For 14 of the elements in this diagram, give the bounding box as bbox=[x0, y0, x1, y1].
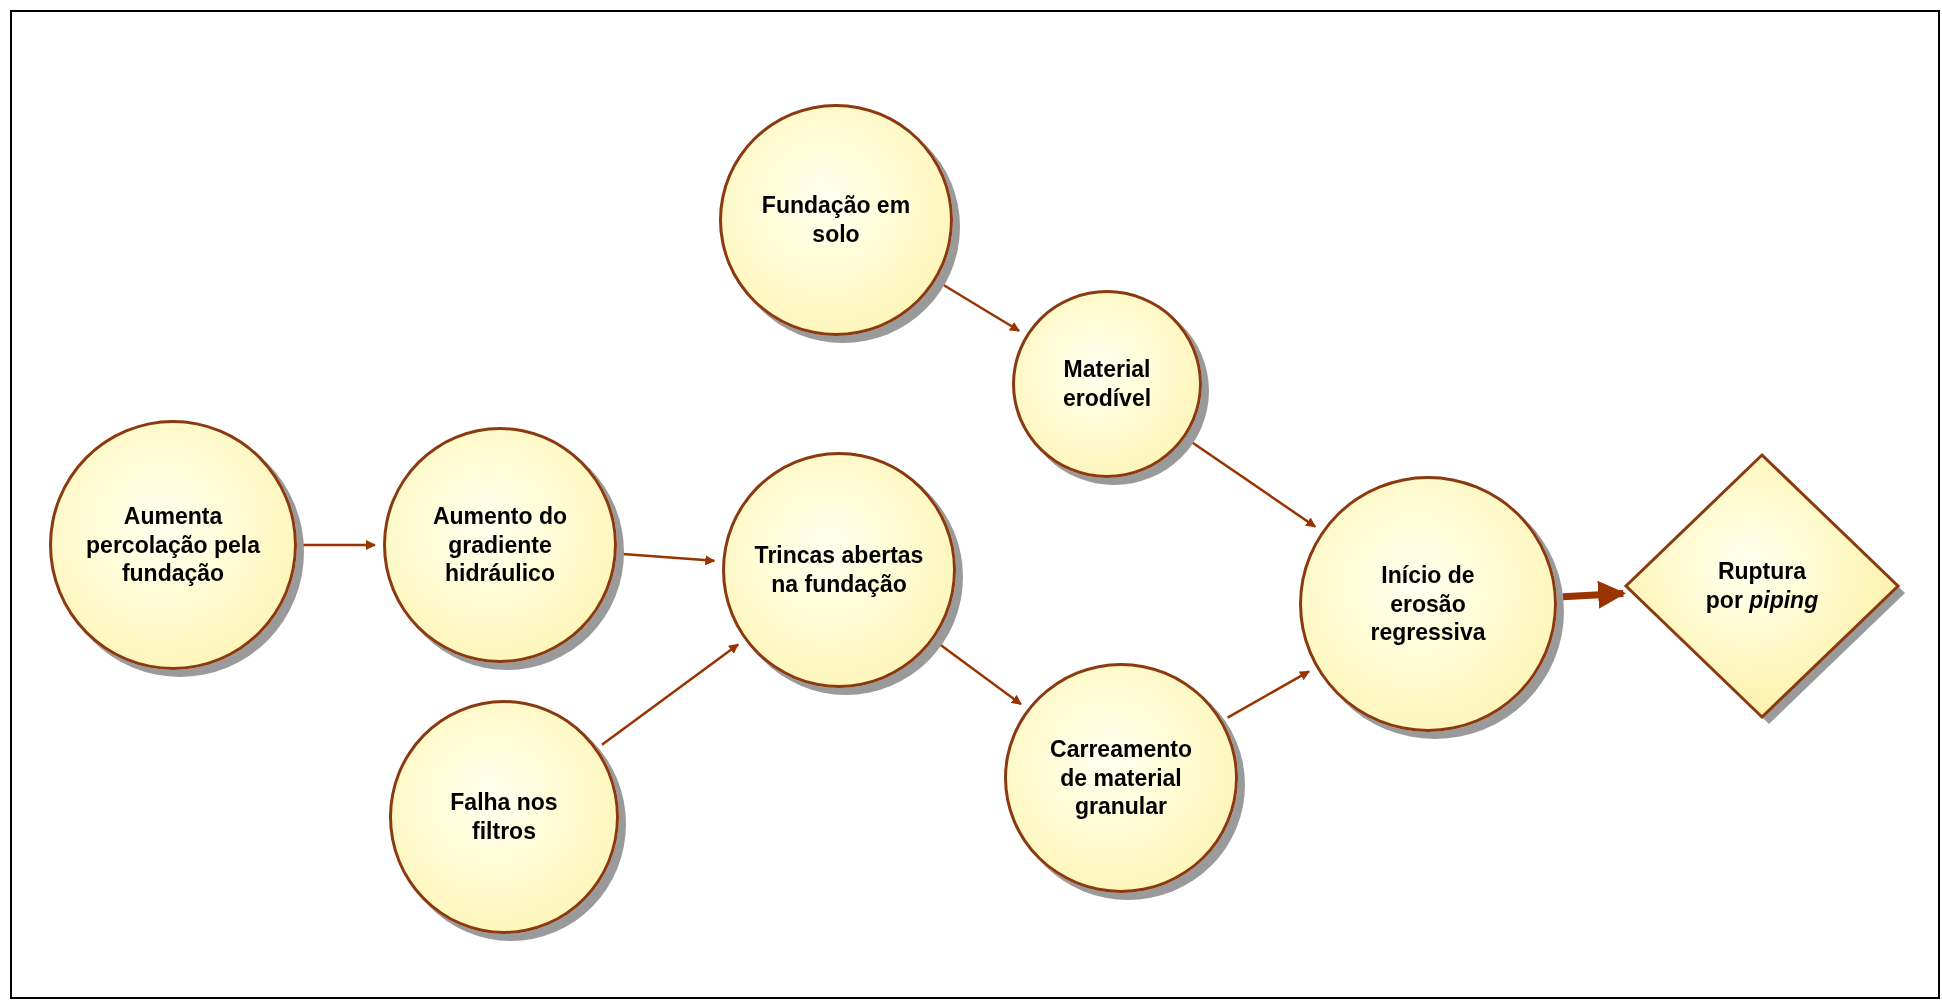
arrow bbox=[1226, 670, 1310, 719]
arrow bbox=[1562, 580, 1627, 609]
node-text: Carreamento de material granular bbox=[1049, 734, 1193, 822]
node-text: Início de erosão regressiva bbox=[1369, 560, 1487, 648]
arrow bbox=[622, 552, 716, 566]
node-text: Aumento do gradiente hidráulico bbox=[431, 501, 569, 589]
node-text: Fundação em solo bbox=[760, 191, 912, 249]
arrow bbox=[601, 643, 739, 746]
node-text: Aumenta percolação pela fundação bbox=[85, 501, 262, 589]
arrow bbox=[303, 540, 376, 550]
node-text: Material erodível bbox=[1061, 355, 1153, 413]
node-text: Falha nos filtros bbox=[449, 788, 559, 846]
node-text: Trincas abertas na fundação bbox=[753, 541, 925, 599]
node-text: Ruptura por piping bbox=[1704, 557, 1820, 615]
